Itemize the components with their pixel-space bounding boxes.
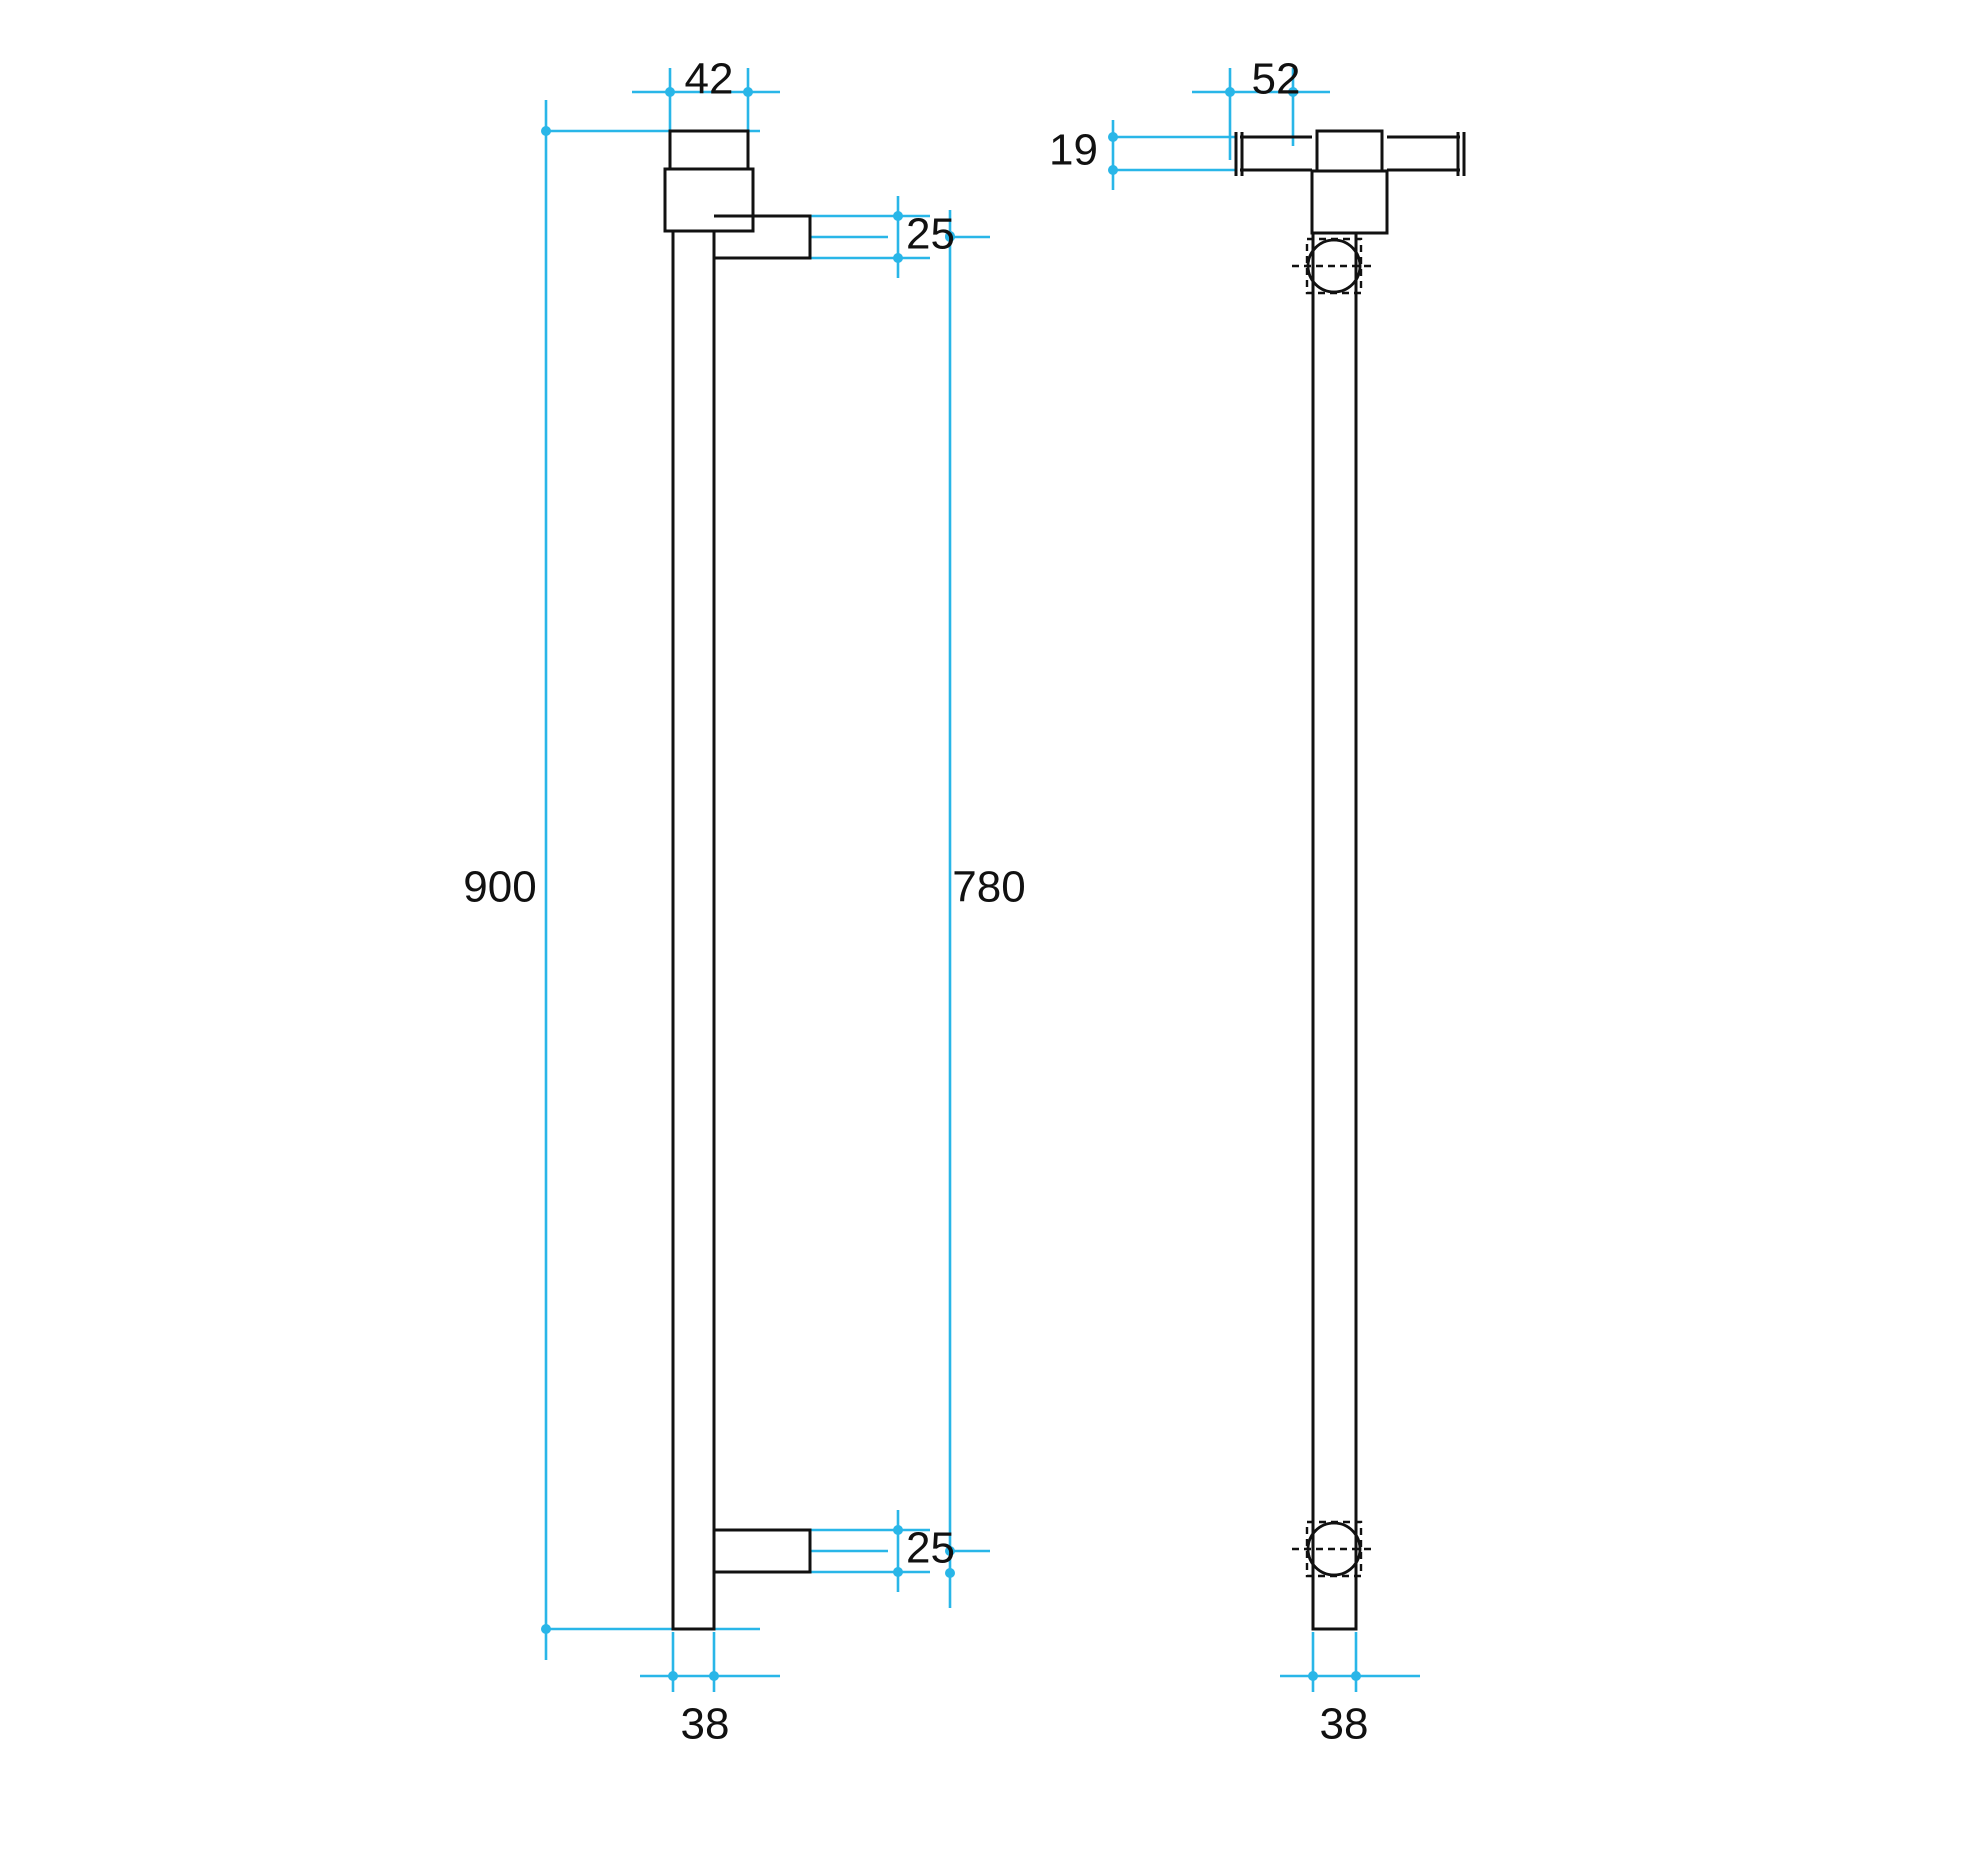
top-collar: [663, 167, 755, 233]
side-main-bar: [1311, 233, 1358, 1631]
dimension-label-38-left: 38: [681, 1700, 730, 1749]
dimension-38-left-lines: [640, 1632, 780, 1692]
dimension-label-19: 19: [1049, 126, 1098, 175]
dimension-label-52: 52: [1252, 55, 1301, 104]
dimension-52-lines: [1192, 68, 1330, 160]
cross-bar-left-arm: [1240, 135, 1312, 172]
cross-bar-right-endcap: [1456, 132, 1466, 176]
dimension-label-780: 780: [952, 863, 1025, 912]
dimension-layer: [541, 68, 1420, 1692]
dimension-19-lines: [1108, 120, 1235, 190]
side-central-hub: [1310, 169, 1389, 235]
dimension-25-upper-lines: [810, 196, 990, 278]
cross-bar-right-arm: [1387, 135, 1460, 172]
dimension-label-38-right: 38: [1320, 1700, 1369, 1749]
front-elevation-view: [663, 129, 812, 1631]
upper-wall-bracket: [714, 214, 812, 260]
dimension-label-25-upper: 25: [906, 210, 955, 259]
dimension-label-42: 42: [685, 55, 734, 104]
dimension-25-lower-lines: [810, 1510, 990, 1592]
lower-wall-bracket: [714, 1528, 812, 1574]
dimension-label-900: 900: [463, 863, 536, 912]
upper-fixing-circle-solid: [1306, 238, 1362, 294]
cross-bar-left-endcap: [1234, 132, 1244, 176]
dimension-38-right-lines: [1280, 1632, 1420, 1692]
dimension-label-layer: 42 900 780 25 25 38 52 19 38: [463, 55, 1368, 1749]
dimension-label-25-lower: 25: [906, 1524, 955, 1573]
main-bar: [671, 231, 716, 1631]
side-elevation-view: [1234, 129, 1466, 1631]
lower-fixing-circle-solid: [1306, 1521, 1362, 1577]
